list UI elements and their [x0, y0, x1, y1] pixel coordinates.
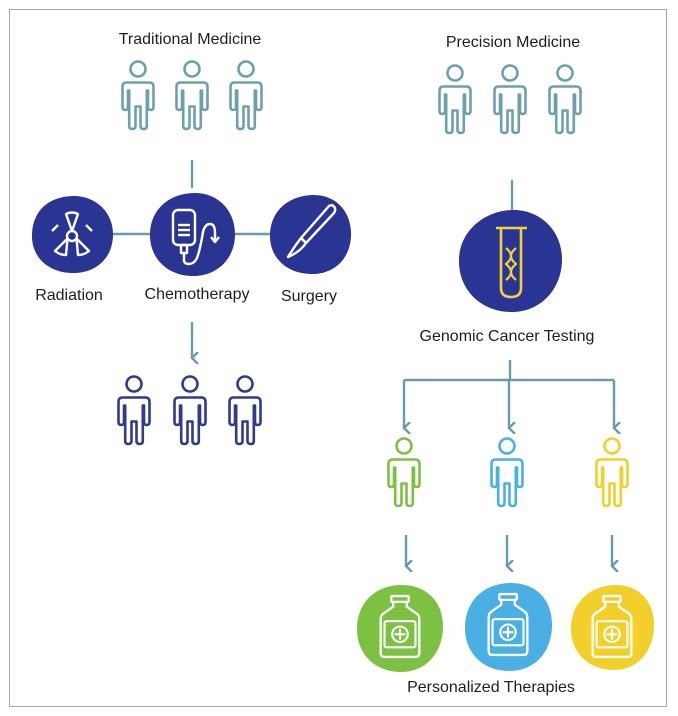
- patient-icon-blue: [490, 437, 524, 508]
- surgery-blob: [269, 194, 352, 275]
- patient-icon-yellow: [595, 437, 629, 508]
- genomic-test-blob: [458, 209, 563, 313]
- traditional-connectors: [113, 160, 270, 358]
- patient-icon-green: [387, 437, 421, 508]
- patient-icon: [228, 375, 262, 446]
- patient-icon: [117, 375, 151, 446]
- therapy-blob-green: [356, 584, 444, 673]
- chemotherapy-label: Chemotherapy: [144, 286, 250, 303]
- precision-connectors: [404, 180, 614, 566]
- scalpel-icon: [286, 203, 337, 259]
- patient-icon: [493, 64, 527, 135]
- traditional-medicine-title: Traditional Medicine: [118, 31, 262, 48]
- radiation-label: Radiation: [35, 287, 103, 304]
- traditional-patients-group: [121, 60, 263, 131]
- radiation-icon: [51, 211, 93, 257]
- patient-icon: [438, 64, 472, 135]
- radiation-blob: [31, 195, 114, 274]
- patient-icon: [548, 64, 582, 135]
- patient-icon: [173, 375, 207, 446]
- iv-bag-icon: [171, 208, 220, 266]
- precision-medicine-title: Precision Medicine: [445, 34, 581, 51]
- patient-icon: [121, 60, 155, 131]
- diagram-frame: [9, 9, 667, 707]
- individual-patients-group: [387, 437, 629, 508]
- patient-icon: [229, 60, 263, 131]
- chemotherapy-blob: [149, 192, 236, 277]
- genomic-cancer-testing-label: Genomic Cancer Testing: [419, 328, 595, 345]
- therapy-blob-yellow: [570, 584, 655, 671]
- patient-icon: [175, 60, 209, 131]
- treated-patients-group: [117, 375, 262, 446]
- precision-patients-group: [438, 64, 582, 135]
- personalized-therapies-label: Personalized Therapies: [407, 679, 575, 696]
- dna-test-tube-icon: [496, 226, 527, 299]
- therapy-blob-blue: [464, 582, 553, 672]
- surgery-label: Surgery: [280, 288, 338, 305]
